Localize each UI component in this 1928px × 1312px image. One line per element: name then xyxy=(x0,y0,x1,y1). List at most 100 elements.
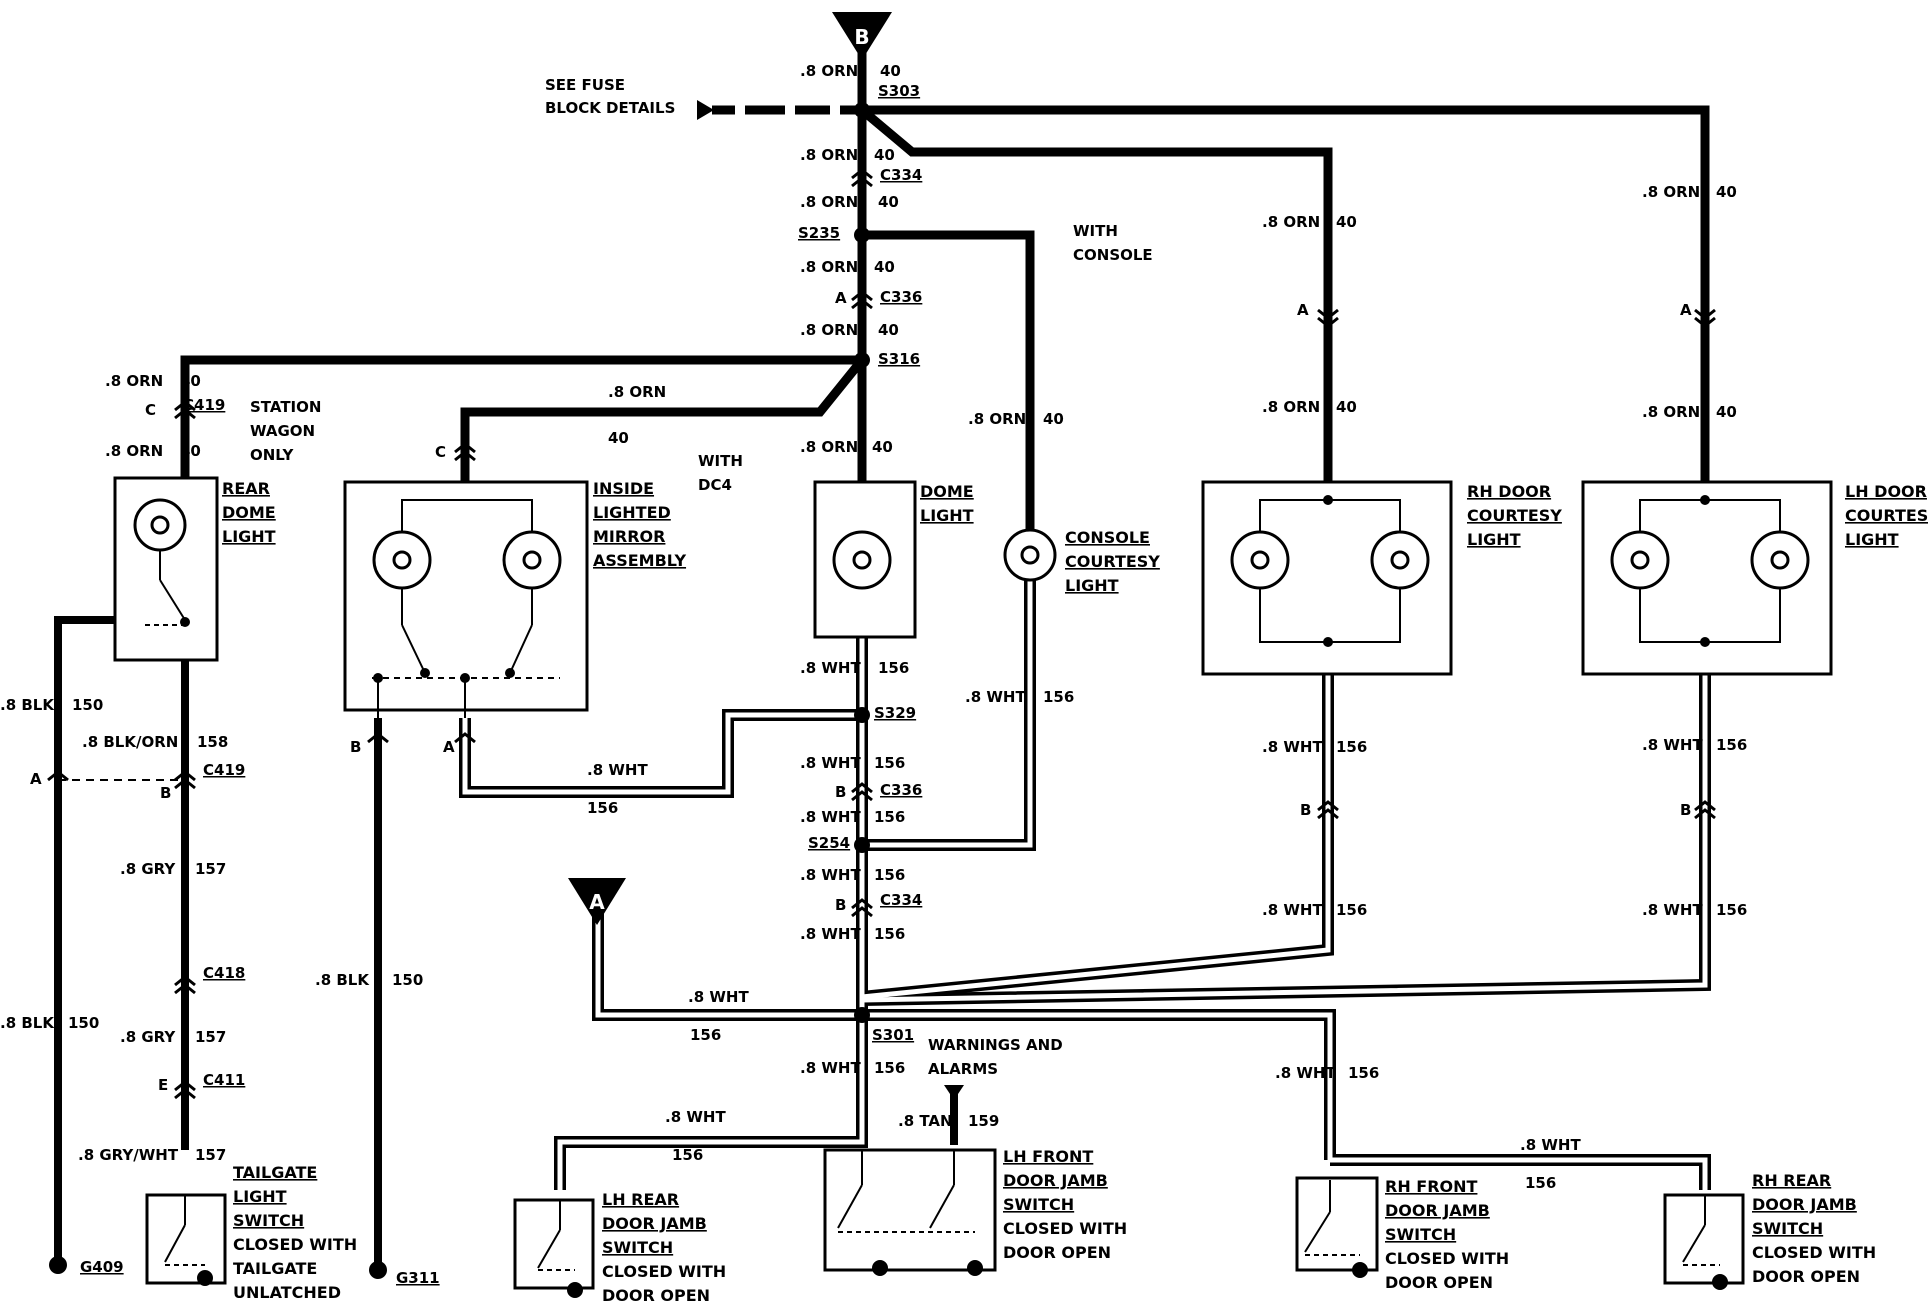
tailgate-2: LIGHT xyxy=(233,1187,287,1206)
blk-label: .8 BLK xyxy=(0,696,55,714)
mirror-1: INSIDE xyxy=(593,479,654,498)
connector-a-label: A xyxy=(589,890,605,914)
orn-label: .8 ORN xyxy=(1262,398,1320,416)
component-boxes xyxy=(113,476,1833,1290)
orn-num: 40 xyxy=(1716,403,1737,421)
lh-door-3: LIGHT xyxy=(1845,530,1899,549)
orn-label: .8 ORN xyxy=(105,442,163,460)
blkorn-num: 158 xyxy=(197,733,228,751)
wht-label: .8 WHT xyxy=(800,808,861,826)
gry-label: .8 GRY xyxy=(120,860,176,878)
blkorn-label: .8 BLK/ORN xyxy=(82,733,178,751)
rh-front-4: CLOSED WITH xyxy=(1385,1249,1509,1268)
rh-door-1: RH DOOR xyxy=(1467,482,1551,501)
splice-s301: S301 xyxy=(872,1026,914,1044)
rh-front-3: SWITCH xyxy=(1385,1225,1456,1244)
lh-door-2: COURTESY xyxy=(1845,506,1928,525)
wht-num: 156 xyxy=(1336,738,1367,756)
with-console-2: CONSOLE xyxy=(1073,246,1153,264)
wht-label: .8 WHT xyxy=(587,761,648,779)
tan-num: 159 xyxy=(968,1112,999,1130)
orn-num: 40 xyxy=(880,62,901,80)
rh-front-5: DOOR OPEN xyxy=(1385,1273,1493,1292)
splice-s254: S254 xyxy=(808,834,850,852)
gry-num: 157 xyxy=(195,860,226,878)
splice-dots xyxy=(854,102,870,1023)
wht-num: 156 xyxy=(1525,1174,1556,1192)
conn-c411: C411 xyxy=(203,1071,245,1089)
pin-c-mirror: C xyxy=(435,443,446,461)
orn-label: .8 ORN xyxy=(800,193,858,211)
splice-s235: S235 xyxy=(798,224,840,242)
orn-num: 40 xyxy=(1043,410,1064,428)
lh-rear-5: DOOR OPEN xyxy=(602,1286,710,1305)
wht-num: 156 xyxy=(587,799,618,817)
wht-labels: .8 WHT 156 .8 WHT 156 .8 WHT 156 .8 WHT … xyxy=(587,659,1747,1192)
blk-num: 150 xyxy=(392,971,423,989)
pin-c-c419: C xyxy=(145,401,156,419)
light-junction-dots xyxy=(180,495,1710,683)
wht-label: .8 WHT xyxy=(1262,901,1323,919)
warnings-2: ALARMS xyxy=(928,1060,998,1078)
mirror-4: ASSEMBLY xyxy=(593,551,686,570)
tailgate-5: TAILGATE xyxy=(233,1259,317,1278)
wht-label: .8 WHT xyxy=(1642,736,1703,754)
conn-c334-top: C334 xyxy=(880,166,922,184)
console-2: COURTESY xyxy=(1065,552,1160,571)
orn-num: 40 xyxy=(180,442,201,460)
pin-e-c411: E xyxy=(158,1076,168,1094)
rh-front-2: DOOR JAMB xyxy=(1385,1201,1490,1220)
pin-b-rh: B xyxy=(1300,801,1311,819)
blk-label: .8 BLK xyxy=(0,1014,55,1032)
pin-a-rh: A xyxy=(1297,301,1309,319)
orn-num: 40 xyxy=(878,193,899,211)
splice-s329: S329 xyxy=(874,704,916,722)
fuse-arrow xyxy=(697,100,714,120)
rh-rear-5: DOOR OPEN xyxy=(1752,1267,1860,1286)
pin-b-c336: B xyxy=(835,783,846,801)
connector-b-label: B xyxy=(854,25,869,49)
ground-symbols xyxy=(49,1256,1728,1298)
orn-num: 40 xyxy=(180,372,201,390)
pin-a-c419: A xyxy=(30,770,42,788)
conn-c334-bot: C334 xyxy=(880,891,922,909)
pin-a-c336: A xyxy=(835,289,847,307)
rear-dome-3: LIGHT xyxy=(222,527,276,546)
rh-rear-2: DOOR JAMB xyxy=(1752,1195,1857,1214)
wht-num: 156 xyxy=(1716,901,1747,919)
wht-label: .8 WHT xyxy=(1642,901,1703,919)
ground-g311: G311 xyxy=(396,1269,440,1287)
console-1: CONSOLE xyxy=(1065,528,1150,547)
lh-door-1: LH DOOR xyxy=(1845,482,1927,501)
splice-s316: S316 xyxy=(878,350,920,368)
gry-num: 157 xyxy=(195,1028,226,1046)
blk-label: .8 BLK xyxy=(315,971,370,989)
wht-num: 156 xyxy=(1348,1064,1379,1082)
station-wagon-2: WAGON xyxy=(250,422,315,440)
wht-label: .8 WHT xyxy=(1275,1064,1336,1082)
pin-b-mirror: B xyxy=(350,738,361,756)
wht-num: 156 xyxy=(690,1026,721,1044)
dome-2: LIGHT xyxy=(920,506,974,525)
connector-marks xyxy=(47,168,1716,1100)
tailgate-6: UNLATCHED xyxy=(233,1283,341,1302)
grywht-label: .8 GRY/WHT xyxy=(78,1146,179,1164)
wht-label: .8 WHT xyxy=(1262,738,1323,756)
lh-front-1: LH FRONT xyxy=(1003,1147,1093,1166)
wht-num: 156 xyxy=(874,925,905,943)
warnings-arrow xyxy=(944,1085,964,1100)
blk-labels: .8 BLK 150 .8 BLK/ORN 158 .8 GRY 157 .8 … xyxy=(0,696,999,1164)
lh-rear-2: DOOR JAMB xyxy=(602,1214,707,1233)
ground-g409: G409 xyxy=(80,1258,124,1276)
orn-num: 40 xyxy=(1336,213,1357,231)
orn-label: .8 ORN xyxy=(800,62,858,80)
rh-front-1: RH FRONT xyxy=(1385,1177,1478,1196)
dome-1: DOME xyxy=(920,482,974,501)
orn-label: .8 ORN xyxy=(800,438,858,456)
rear-dome-1: REAR xyxy=(222,479,270,498)
orn-num: 40 xyxy=(1336,398,1357,416)
with-console-1: WITH xyxy=(1073,222,1118,240)
wht-label: .8 WHT xyxy=(800,1059,861,1077)
rh-door-3: LIGHT xyxy=(1467,530,1521,549)
pin-b-lh: B xyxy=(1680,801,1691,819)
